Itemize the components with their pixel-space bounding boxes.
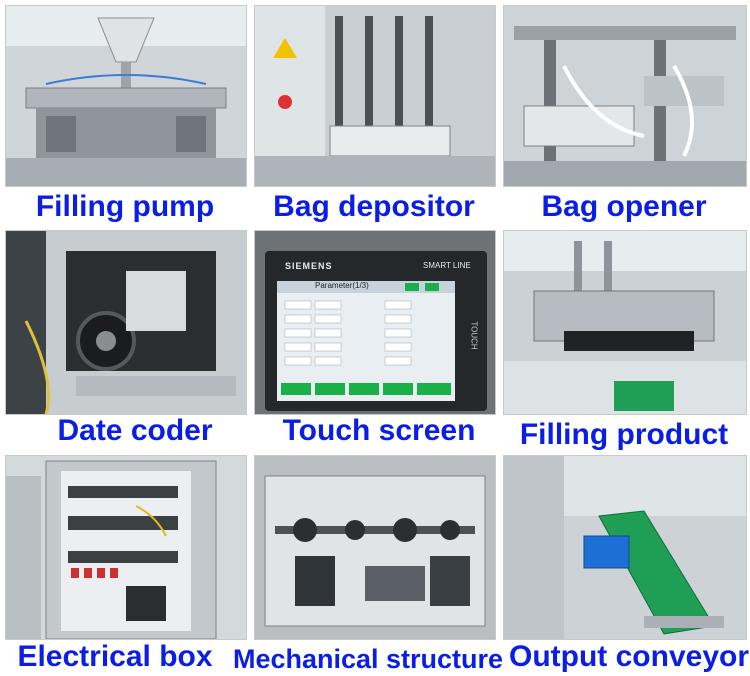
hmi-model-label: SMART LINE <box>423 261 471 270</box>
bag-opener-photo <box>503 5 747 187</box>
bag-depositor-photo <box>254 5 496 187</box>
caption-filling-product: Filling product <box>519 418 729 451</box>
filling-product-photo <box>503 230 747 415</box>
caption-bag-opener: Bag opener <box>541 190 707 223</box>
filling-pump-photo <box>5 5 247 187</box>
electrical-box-photo <box>5 455 247 640</box>
caption-electrical-box: Electrical box <box>17 640 213 673</box>
caption-mechanical-structure: Mechanical structure <box>232 644 504 674</box>
date-coder-photo <box>5 230 247 415</box>
caption-touch-screen: Touch screen <box>282 414 476 447</box>
touch-screen-photo: SIEMENS SMART LINE TOUCH Parameter(1/3) <box>254 230 496 415</box>
hmi-side-label: TOUCH <box>469 321 479 350</box>
hmi-brand-label: SIEMENS <box>285 261 333 271</box>
mechanical-structure-photo <box>254 455 496 640</box>
output-conveyor-photo <box>503 455 747 640</box>
caption-filling-pump: Filling pump <box>35 190 215 223</box>
hmi-panel-title: Parameter(1/3) <box>315 281 369 290</box>
caption-output-conveyor: Output conveyor <box>508 640 749 673</box>
caption-bag-depositor: Bag depositor <box>273 190 475 223</box>
caption-date-coder: Date coder <box>57 414 213 447</box>
